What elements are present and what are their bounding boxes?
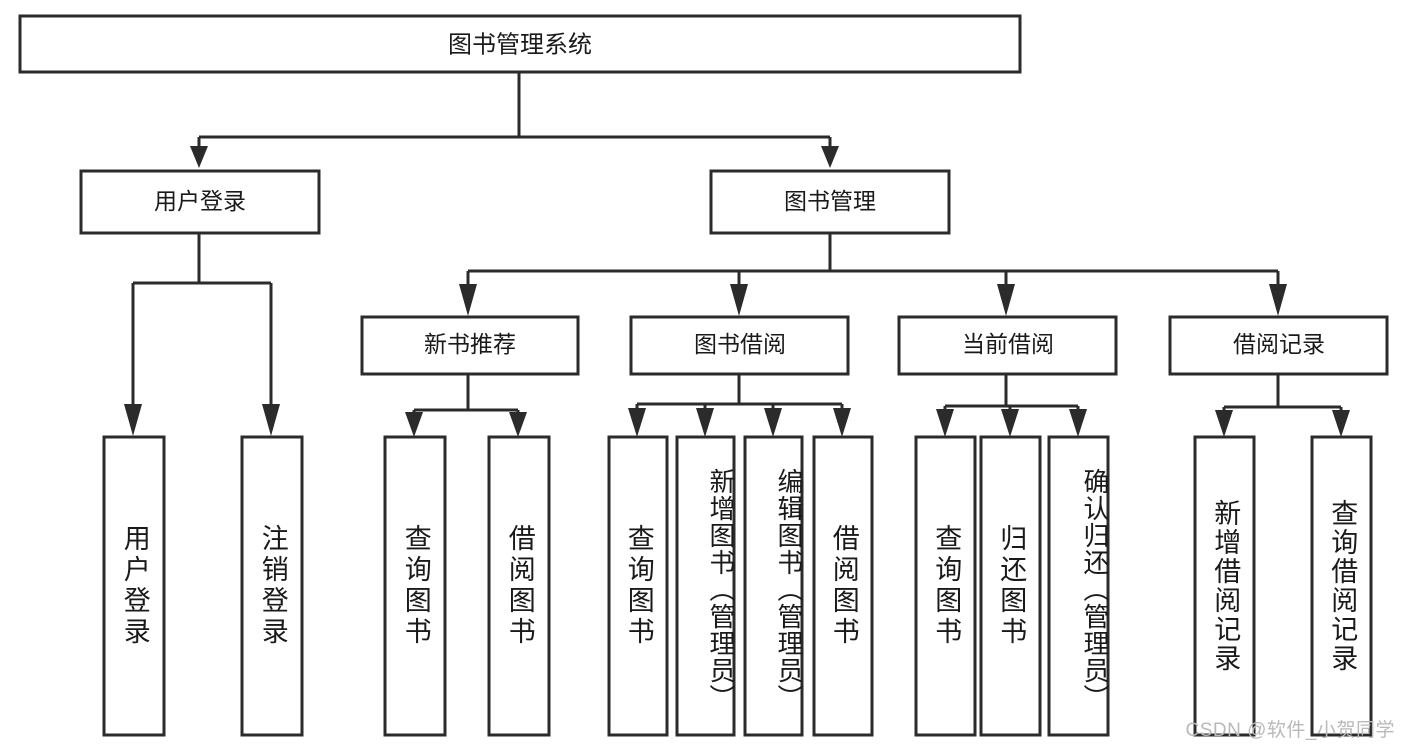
arrow-to-book-borrow — [730, 284, 748, 316]
arrow-bb-leaf-3 — [764, 408, 782, 437]
node-new-book-recommend[interactable] — [360, 315, 580, 376]
arrow-to-new-book-recommend — [459, 284, 477, 316]
edge-group-new-book-recommend-to-leaves — [405, 374, 527, 437]
arrow-root-to-user-login — [190, 146, 208, 168]
leaf-box-br-add-record[interactable] — [1193, 435, 1256, 737]
node-borrow-record-label: 借阅记录 — [1233, 331, 1325, 357]
arrow-root-to-book-mgmt — [821, 146, 839, 168]
node-book-borrow-label: 图书借阅 — [694, 331, 786, 357]
node-user-login[interactable] — [79, 169, 321, 235]
node-current-borrow[interactable] — [897, 315, 1118, 376]
leaf-box-cb-query-book[interactable] — [914, 435, 977, 737]
leaf-box-logout[interactable] — [240, 435, 304, 737]
arrow-cb-leaf-2 — [1001, 409, 1019, 437]
arrow-nbr-leaf-1 — [405, 412, 423, 437]
arrow-br-leaf-1 — [1215, 410, 1233, 437]
edge-group-user-login-to-leaves — [124, 233, 280, 436]
node-user-login-label: 用户登录 — [154, 188, 246, 214]
arrow-to-borrow-record — [1269, 284, 1287, 316]
arrow-bb-leaf-4 — [833, 408, 851, 437]
leaf-box-br-query-record[interactable] — [1310, 435, 1373, 737]
leaf-box-nbr-query-book[interactable] — [383, 435, 447, 737]
leaf-box-nbr-borrow-book[interactable] — [487, 435, 551, 737]
edge-group-book-borrow-to-leaves — [628, 374, 851, 437]
leaf-box-bb-add-book[interactable] — [675, 435, 736, 737]
edge-group-root-to-level2 — [190, 73, 839, 168]
edge-group-borrow-record-to-leaves — [1215, 374, 1350, 437]
arrow-nbr-leaf-2 — [509, 412, 527, 437]
leaf-box-cb-confirm-return[interactable] — [1047, 435, 1110, 737]
arrow-bb-leaf-2 — [696, 408, 714, 437]
leaf-box-cb-return-book[interactable] — [979, 435, 1042, 737]
leaf-box-bb-edit-book[interactable] — [743, 435, 804, 737]
leaf-box-bb-borrow-book[interactable] — [812, 435, 874, 737]
arrow-cb-leaf-1 — [936, 409, 954, 437]
watermark-text: CSDN @软件_小贺同学 — [1185, 720, 1395, 741]
leaf-box-bb-query-book[interactable] — [607, 435, 669, 737]
arrow-to-current-borrow — [997, 284, 1015, 316]
arrow-bb-leaf-1 — [628, 408, 646, 437]
node-root[interactable] — [18, 14, 1022, 74]
arrow-cb-leaf-3 — [1069, 409, 1087, 437]
leaf-box-user-login[interactable] — [102, 435, 166, 737]
edge-group-book-mgmt-to-level3 — [459, 233, 1287, 316]
node-new-book-recommend-label: 新书推荐 — [424, 331, 516, 357]
edge-group-current-borrow-to-leaves — [936, 374, 1087, 437]
arrow-to-leaf-user-login — [124, 404, 142, 436]
node-book-management-label: 图书管理 — [784, 188, 876, 214]
node-borrow-record[interactable] — [1168, 315, 1389, 376]
node-root-label: 图书管理系统 — [448, 31, 592, 58]
arrow-br-leaf-2 — [1332, 410, 1350, 437]
node-current-borrow-label: 当前借阅 — [962, 331, 1054, 357]
node-book-borrow[interactable] — [629, 315, 850, 376]
node-book-management[interactable] — [709, 169, 951, 235]
arrow-to-leaf-logout — [262, 404, 280, 436]
